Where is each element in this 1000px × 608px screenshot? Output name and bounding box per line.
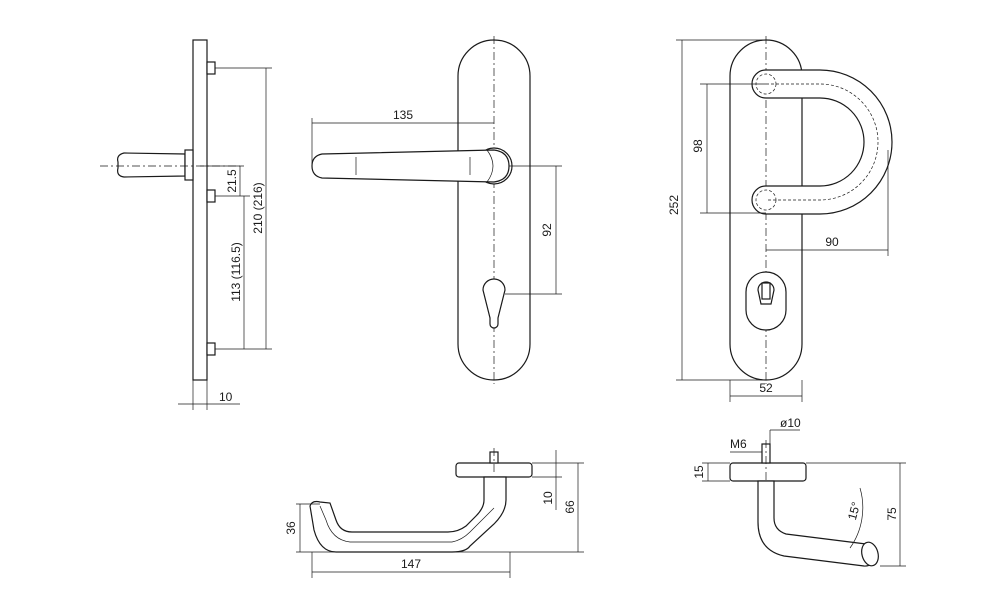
dim-135: 135	[393, 108, 413, 122]
pull-front-view: 98 252 90 52	[667, 36, 893, 402]
backplate-side	[192, 39, 208, 381]
dim-m6: M6	[730, 437, 747, 451]
dim-o10: ø10	[780, 416, 801, 430]
screw-top	[206, 61, 216, 75]
pull-profile-view: M6 ø10 15 15° 75	[692, 416, 906, 567]
dim-10-profile: 10	[541, 491, 555, 505]
pull-handle	[751, 69, 893, 215]
dim-21-5: 21.5	[225, 169, 239, 193]
lever-profile-view: 36 147 10 66	[284, 448, 584, 578]
dim-36: 36	[284, 521, 298, 535]
dim-15: 15	[692, 465, 706, 479]
key-slot	[761, 282, 771, 300]
dim-15-deg: 15°	[845, 500, 863, 521]
screw-bottom	[206, 342, 216, 356]
side-view: 21.5 210 (216) 113 (116.5) 10	[100, 39, 272, 410]
rosette-side	[184, 149, 194, 181]
dim-98: 98	[691, 139, 705, 153]
bar-end	[861, 541, 879, 567]
lever-front-view: 135 92	[311, 36, 562, 384]
screw-mid	[206, 189, 216, 203]
keyhole	[482, 278, 506, 329]
dim-66: 66	[563, 500, 577, 514]
dim-90: 90	[825, 235, 839, 249]
lever-handle	[311, 149, 510, 183]
dim-113-116-5: 113 (116.5)	[229, 242, 243, 302]
dim-75: 75	[885, 507, 899, 521]
dim-52: 52	[759, 381, 773, 395]
dim-147: 147	[401, 557, 421, 571]
dim-252: 252	[667, 195, 681, 215]
lever-profile	[309, 476, 507, 553]
dim-92: 92	[540, 223, 554, 237]
pull-bar-profile	[757, 480, 877, 567]
dim-210-216: 210 (216)	[251, 182, 265, 233]
rosette-pull-profile	[729, 462, 807, 482]
dim-10-side: 10	[219, 390, 233, 404]
lever-stub	[117, 152, 186, 178]
